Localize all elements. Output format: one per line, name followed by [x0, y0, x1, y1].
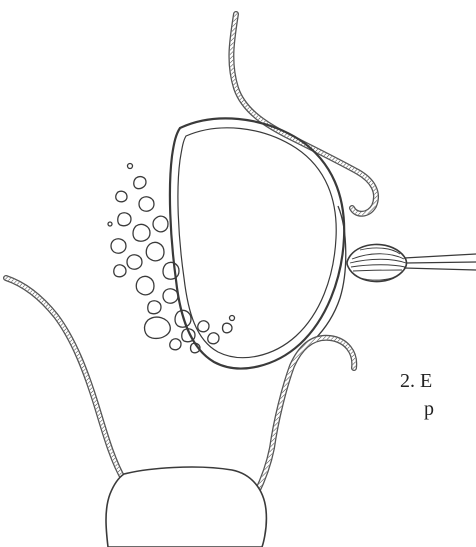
- oval-chamber: [170, 118, 344, 368]
- upper-membrane: [231, 14, 376, 214]
- figure-caption-line-2: p: [424, 399, 434, 419]
- left-membrane: [6, 278, 124, 480]
- bottom-body: [106, 467, 266, 547]
- figure-caption-line-1: 2. E: [400, 371, 432, 391]
- cell-cluster: [108, 164, 235, 353]
- lower-right-membrane: [256, 338, 354, 494]
- spindle-body: [347, 244, 476, 281]
